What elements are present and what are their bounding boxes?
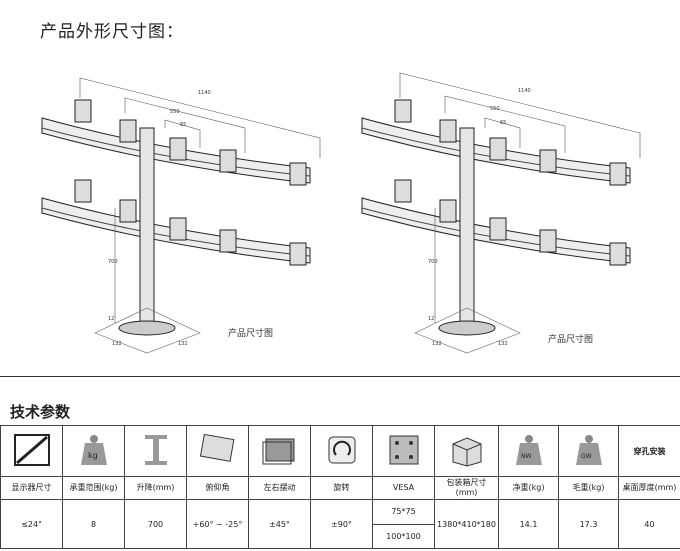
spec-icon-row: kg NW GW 穿孔安装 — [0, 425, 680, 477]
label-gross-weight: 毛重(kg) — [558, 476, 619, 500]
rotate-icon — [310, 425, 373, 477]
value-vesa-2: 100*100 — [373, 523, 434, 548]
label-load: 承重范围(kg) — [62, 476, 125, 500]
value-lift: 700 — [124, 499, 187, 549]
screen-size-icon — [0, 425, 63, 477]
lift-icon — [124, 425, 187, 477]
spec-label-row: 显示器尺寸 承重范围(kg) 升降(mm) 俯仰角 左右摆动 旋转 VESA 包… — [0, 476, 680, 500]
value-box: 1380*410*180 — [434, 499, 499, 549]
gross-weight-icon: GW — [558, 425, 619, 477]
spec-section-title: 技术参数 — [10, 403, 71, 421]
value-gross-weight: 17.3 — [558, 499, 619, 549]
dim-132-b: 132 — [178, 341, 188, 347]
hole-mount-header: 穿孔安装 — [618, 425, 680, 477]
value-net-weight: 14.1 — [498, 499, 559, 549]
dim-132-a: 132 — [432, 341, 442, 347]
label-desk-thickness: 桌面厚度(mm) — [618, 476, 680, 500]
value-tilt: +60° ~ -25° — [186, 499, 249, 549]
box-icon — [434, 425, 499, 477]
dim-12: 12 — [108, 316, 114, 322]
dim-700: 700 — [428, 259, 438, 265]
dim-65: 65 — [500, 120, 506, 126]
tilt-icon — [186, 425, 249, 477]
monitor-arm-diagram-2: 1140 550 65 700 12 132 132 — [361, 72, 641, 354]
svg-text:NW: NW — [521, 453, 531, 460]
dim-12: 12 — [428, 316, 434, 322]
swivel-icon — [248, 425, 311, 477]
dim-1140: 1140 — [518, 88, 531, 94]
value-vesa-1: 75*75 — [391, 507, 416, 516]
value-load: 8 — [62, 499, 125, 549]
svg-text:GW: GW — [581, 453, 592, 460]
value-vesa: 75*75 100*100 — [372, 499, 435, 549]
value-swivel: ±45° — [248, 499, 311, 549]
value-desk-thickness: 40 — [618, 499, 680, 549]
dim-700: 700 — [108, 259, 118, 265]
svg-text:kg: kg — [88, 451, 98, 460]
dim-132-b: 132 — [498, 341, 508, 347]
label-rotate: 旋转 — [310, 476, 373, 500]
product-dimension-drawing-right: 1140 550 65 700 12 132 132 — [340, 58, 670, 358]
product-dimension-drawing-left: 1140 550 65 700 12 132 132 — [20, 58, 350, 358]
drawing-caption-left: 产品尺寸图 — [228, 329, 274, 339]
label-lift: 升降(mm) — [124, 476, 187, 500]
spec-table: kg NW GW 穿孔安装 显示器尺寸 承重范围(kg) 升降(mm) — [0, 425, 680, 549]
dim-1140: 1140 — [198, 90, 211, 96]
value-screen-size: ≤24" — [0, 499, 63, 549]
dim-65: 65 — [180, 122, 186, 128]
label-vesa: VESA — [372, 476, 435, 500]
label-box: 包装箱尺寸 (mm) — [434, 476, 499, 500]
label-screen-size: 显示器尺寸 — [0, 476, 63, 500]
monitor-arm-diagram: 1140 550 65 700 12 132 132 — [41, 77, 321, 354]
section-divider — [0, 376, 680, 377]
label-tilt: 俯仰角 — [186, 476, 249, 500]
label-swivel: 左右摆动 — [248, 476, 311, 500]
drawing-caption-right: 产品尺寸图 — [548, 335, 594, 345]
vesa-icon — [372, 425, 435, 477]
label-net-weight: 净重(kg) — [498, 476, 559, 500]
value-rotate: ±90° — [310, 499, 373, 549]
dim-550: 550 — [170, 109, 180, 115]
weight-kg-icon: kg — [62, 425, 125, 477]
page-title: 产品外形尺寸图： — [40, 22, 184, 42]
dim-132-a: 132 — [112, 341, 122, 347]
spec-value-row: ≤24" 8 700 +60° ~ -25° ±45° ±90° 75*75 1… — [0, 499, 680, 549]
net-weight-icon: NW — [498, 425, 559, 477]
dim-550: 550 — [490, 106, 500, 112]
